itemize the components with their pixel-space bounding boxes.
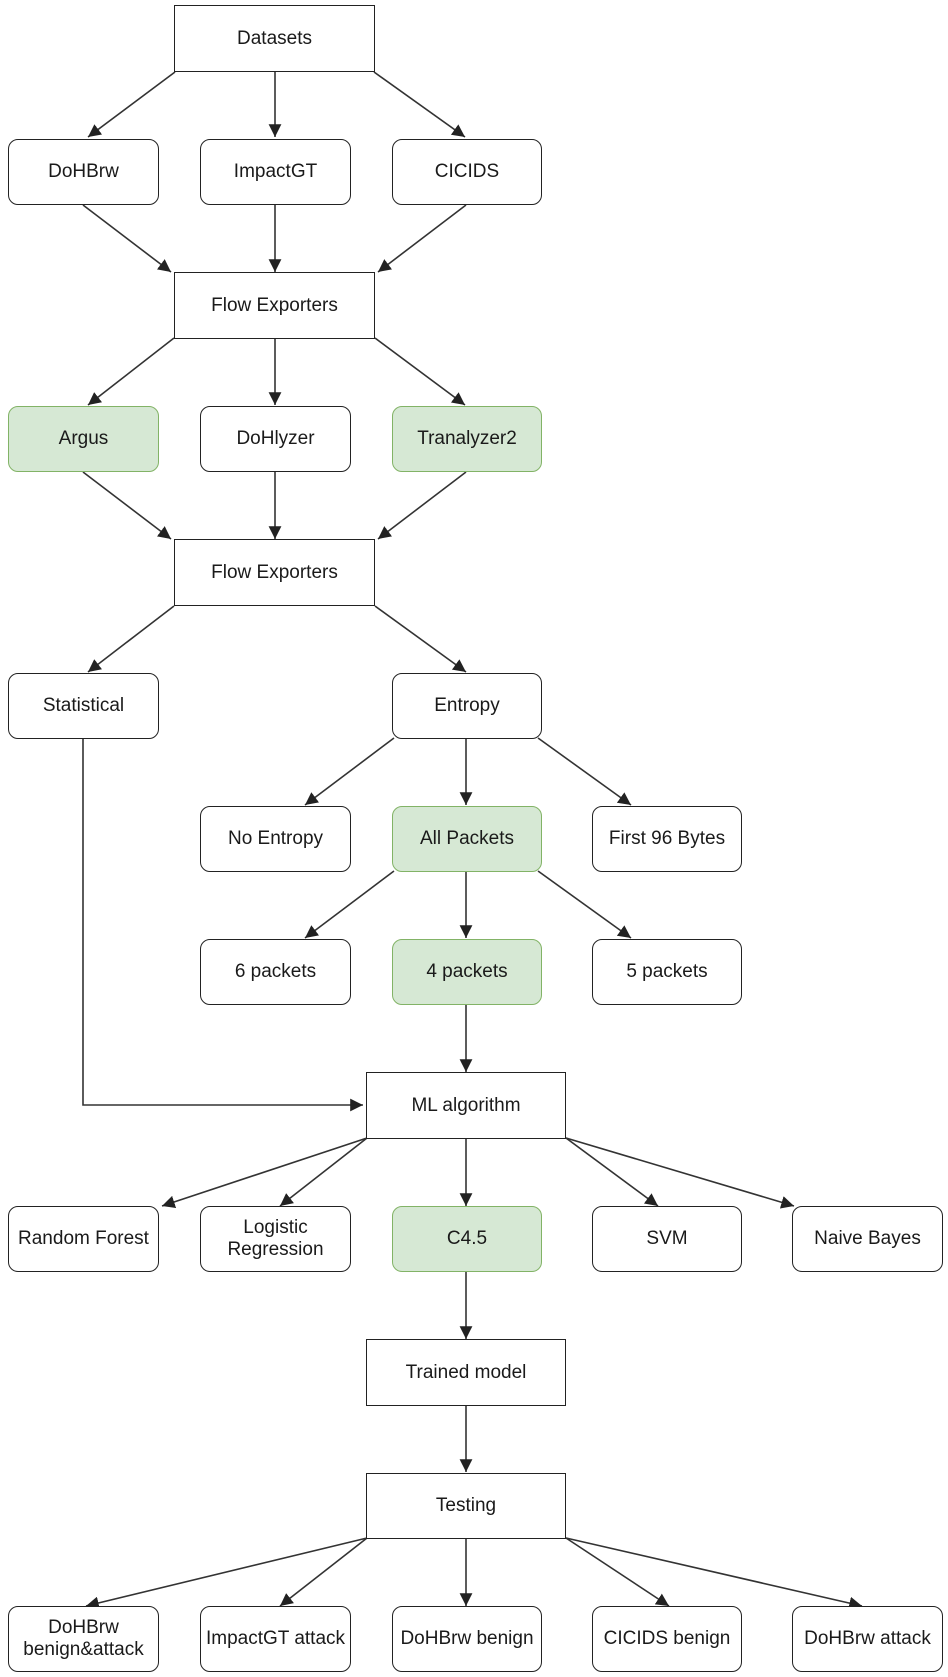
random-forest-node: Random Forest xyxy=(8,1206,159,1272)
testing-node: Testing xyxy=(366,1473,566,1539)
first-96-bytes-node: First 96 Bytes xyxy=(592,806,742,872)
dohlyzer-node: DoHlyzer xyxy=(200,406,351,472)
c45-node: C4.5 xyxy=(392,1206,542,1272)
statistical-node: Statistical xyxy=(8,673,159,739)
five-packets-node: 5 packets xyxy=(592,939,742,1005)
impactgt-node: ImpactGT xyxy=(200,139,351,205)
flow-exporters-node-2: Flow Exporters xyxy=(174,539,375,606)
trained-model-node: Trained model xyxy=(366,1339,566,1406)
logistic-regression-node: Logistic Regression xyxy=(200,1206,351,1272)
cicids-benign-node: CICIDS benign xyxy=(592,1606,742,1672)
dohbrw-attack-node: DoHBrw attack xyxy=(792,1606,943,1672)
four-packets-node: 4 packets xyxy=(392,939,542,1005)
dohbrw-benign-node: DoHBrw benign xyxy=(392,1606,542,1672)
argus-node: Argus xyxy=(8,406,159,472)
datasets-node: Datasets xyxy=(174,5,375,72)
flow-exporters-node-1: Flow Exporters xyxy=(174,272,375,339)
svm-node: SVM xyxy=(592,1206,742,1272)
naive-bayes-node: Naive Bayes xyxy=(792,1206,943,1272)
impactgt-attack-node: ImpactGT attack xyxy=(200,1606,351,1672)
no-entropy-node: No Entropy xyxy=(200,806,351,872)
ml-algorithm-node: ML algorithm xyxy=(366,1072,566,1139)
cicids-node: CICIDS xyxy=(392,139,542,205)
tranalyzer2-node: Tranalyzer2 xyxy=(392,406,542,472)
all-packets-node: All Packets xyxy=(392,806,542,872)
six-packets-node: 6 packets xyxy=(200,939,351,1005)
dohbrw-benign-attack-node: DoHBrw benign&attack xyxy=(8,1606,159,1672)
entropy-node: Entropy xyxy=(392,673,542,739)
dohbrw-node: DoHBrw xyxy=(8,139,159,205)
